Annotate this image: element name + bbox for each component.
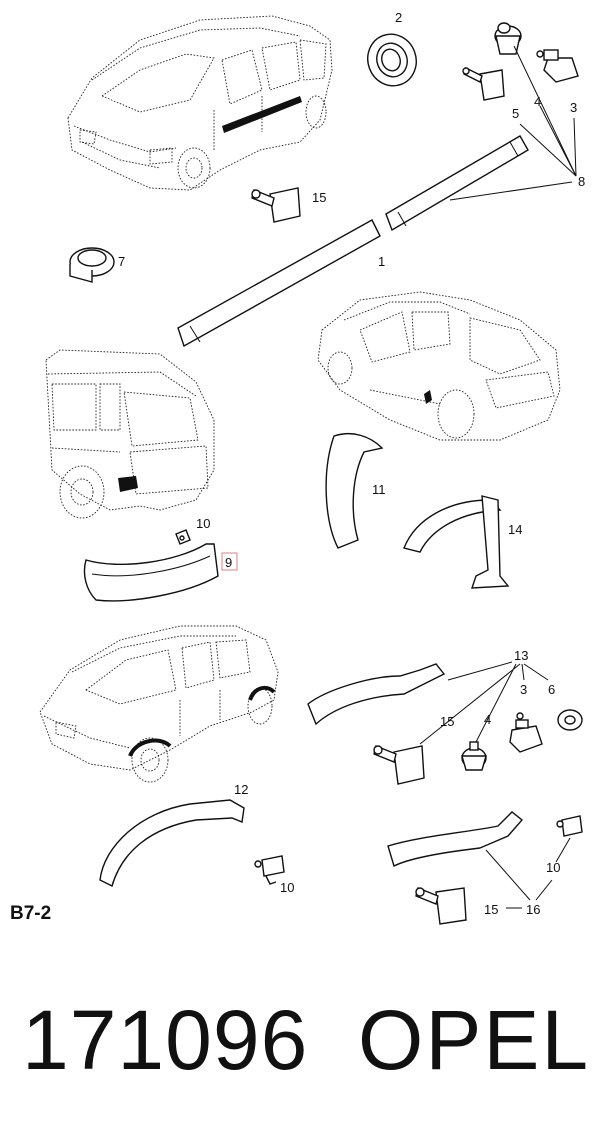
part-13-arch-molding	[307, 663, 446, 726]
minivan-front-illustration	[67, 15, 333, 191]
callout-15-upper: 15	[312, 190, 326, 205]
callout-4-top: 4	[534, 94, 541, 109]
part-15-bracket-mid	[373, 745, 425, 785]
part-14-wheel-arch	[403, 495, 510, 589]
callout-5: 5	[512, 106, 519, 121]
sheet-code: B7-2	[10, 903, 52, 924]
callout-16-leaders	[485, 837, 571, 909]
hatchback-molding-highlight	[424, 390, 432, 404]
part-15-bracket-upper	[251, 187, 301, 223]
callout-3-top: 3	[570, 100, 577, 115]
callout-4-mid: 4	[484, 712, 491, 727]
part-3-clip-top	[536, 49, 579, 83]
part-9-rear-corner-moulding	[83, 543, 219, 602]
callout-11: 11	[372, 482, 386, 497]
part-10-clip-lower-left	[254, 855, 285, 885]
part-10-clip-lower-right	[556, 815, 583, 837]
part-16-sill-molding	[387, 811, 524, 867]
part-4-clip-mid	[461, 741, 487, 771]
parts-diagram: 2 4 5 3 8 1 15	[39, 10, 585, 925]
callout-10-lower-right: 10	[546, 860, 560, 875]
callout-7: 7	[118, 254, 125, 269]
callout-13-leaders	[419, 661, 549, 745]
callout-13: 13	[514, 648, 528, 663]
callout-15-lower: 15	[484, 902, 498, 917]
callout-6: 6	[548, 682, 555, 697]
callout-3-mid: 3	[520, 682, 527, 697]
part-4-clip-top	[494, 22, 522, 55]
part-1-side-molding	[177, 135, 529, 348]
callout-9: 9	[225, 555, 232, 570]
callout-8: 8	[578, 174, 585, 189]
callout-1: 1	[378, 254, 385, 269]
callout-15-mid: 15	[440, 714, 454, 729]
callout-12: 12	[234, 782, 248, 797]
part-12-front-arch	[99, 799, 245, 888]
part-7-tape-roll	[69, 247, 115, 283]
part-number: 171096	[22, 993, 309, 1087]
part-3-clip-mid	[509, 712, 543, 753]
part-10-clip-rear	[175, 529, 191, 545]
callout-2: 2	[395, 10, 402, 25]
minivan-side-molding-highlight	[222, 96, 302, 133]
hatchback-rear-illustration	[317, 291, 561, 441]
callout-10-lower-left: 10	[280, 880, 294, 895]
callout-16: 16	[526, 902, 540, 917]
part-5-clip-top	[462, 67, 505, 101]
part-6-clip	[557, 709, 583, 731]
part-11-arch-extension	[325, 432, 384, 549]
part-15-bracket-lower	[415, 887, 467, 925]
callout-8-leaders	[449, 45, 577, 201]
minivan-lower-illustration	[39, 625, 279, 783]
part-2-grommet	[367, 33, 417, 87]
brand-name: OPEL	[358, 993, 591, 1087]
minivan-rear-illustration	[45, 349, 215, 519]
callout-14: 14	[508, 522, 522, 537]
callout-9-highlight-box	[221, 552, 238, 571]
lower-minivan-arch-highlight-rear	[248, 685, 276, 701]
callout-10-rear: 10	[196, 516, 210, 531]
lower-minivan-arch-highlight-front	[128, 738, 172, 757]
minivan-rear-corner-highlight	[118, 476, 138, 492]
footer-caption: 171096 OPEL	[22, 985, 592, 1095]
